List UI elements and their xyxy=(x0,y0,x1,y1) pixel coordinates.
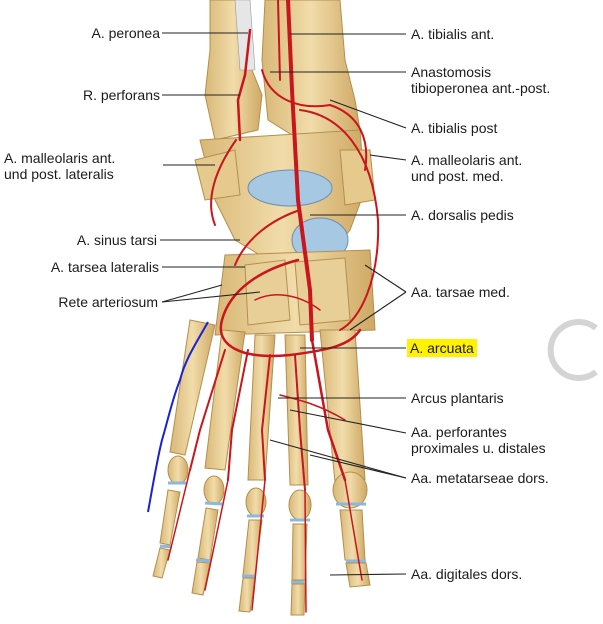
label-rete-arteriosum: Rete arteriosum xyxy=(58,294,158,310)
label-a-arcuata: A. arcuata xyxy=(407,339,477,357)
leader-lines-left xyxy=(160,32,261,303)
spinner-icon xyxy=(547,319,598,381)
label-a-tibialis-post: A. tibialis post xyxy=(411,120,498,136)
label-a-tibialis-ant: A. tibialis ant. xyxy=(411,26,495,42)
label-a-peronea: A. peronea xyxy=(91,25,161,41)
label-a-dorsalis-pedis: A. dorsalis pedis xyxy=(411,207,514,223)
leg-bones xyxy=(204,0,361,141)
label-a-malleolaris-med: A. malleolaris ant. und post. med. xyxy=(411,152,523,184)
label-a-tarsea-lateralis: A. tarsea lateralis xyxy=(50,259,159,275)
label-aa-perforantes: Aa. perforantes proximales u. distales xyxy=(411,424,546,456)
tarsal-bones xyxy=(194,129,376,336)
label-aa-digitales-dors: Aa. digitales dors. xyxy=(411,566,523,582)
leader-lines-right xyxy=(269,33,407,576)
label-a-malleolaris-lateralis: A. malleolaris ant. und post. lateralis xyxy=(4,150,116,182)
label-r-perforans: R. perforans xyxy=(82,87,160,103)
pen-annotation xyxy=(147,321,209,513)
label-a-sinus-tarsi: A. sinus tarsi xyxy=(76,232,157,248)
label-aa-metatarseae-dors: Aa. metatarseae dors. xyxy=(411,470,549,486)
label-anastomosis: Anastomosis tibioperonea ant.-post. xyxy=(411,64,551,96)
label-arcus-plantaris: Arcus plantaris xyxy=(411,390,504,406)
metatarsals-phalanges xyxy=(152,319,371,616)
label-a-arcuata-text: A. arcuata xyxy=(407,339,477,357)
label-aa-tarsae-med: Aa. tarsae med. xyxy=(411,284,510,300)
